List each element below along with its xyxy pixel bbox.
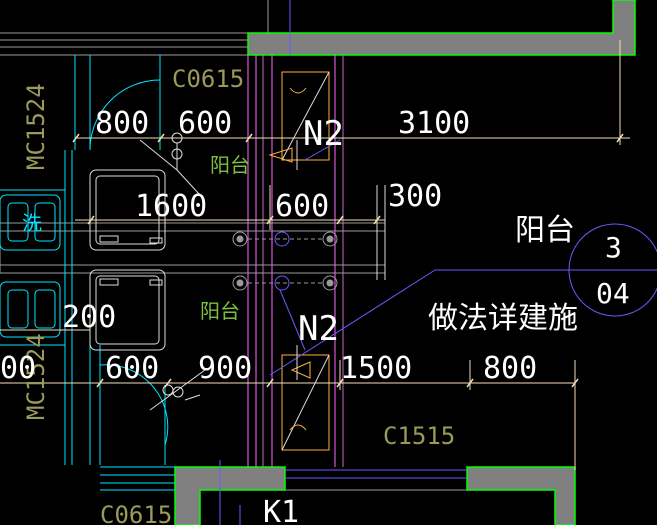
- dim-1600: 1600: [135, 189, 207, 224]
- room-k1: K1: [263, 495, 299, 525]
- detail-number: 3: [605, 231, 622, 264]
- dim-00: 00: [0, 351, 36, 386]
- balcony-label-bottom: 阳台: [200, 299, 240, 323]
- window-lines: [0, 32, 467, 491]
- detail-circle: [568, 223, 657, 317]
- door-label-left-bottom: MC1524: [22, 333, 50, 420]
- balcony-label-right: 阳台: [515, 213, 575, 248]
- appliances: [89, 169, 166, 351]
- dimension-texts: 800 600 3100 1600 600 300 200 00 600 900…: [0, 106, 537, 386]
- dim-300: 300: [388, 179, 442, 214]
- dim-600-top: 600: [178, 106, 232, 141]
- markers: [268, 140, 311, 380]
- left-cyan-geometry: [0, 55, 169, 465]
- dim-800-bot: 800: [483, 351, 537, 386]
- room-n2-bottom: N2: [298, 309, 339, 349]
- dim-900: 900: [198, 351, 252, 386]
- slab-band: [0, 185, 386, 280]
- wall-top: [247, 0, 636, 56]
- wash-label: 洗: [22, 211, 42, 235]
- dim-200: 200: [62, 300, 116, 335]
- dim-600-mid: 600: [275, 189, 329, 224]
- dim-600-bot: 600: [105, 351, 159, 386]
- wall-bottom-right: [466, 466, 576, 525]
- labels: C0615 C0615 C1515 MC1524 MC1524 阳台 阳台 阳台…: [22, 65, 630, 525]
- window-label-bottom-left: C0615: [100, 501, 172, 525]
- balcony-label-top: 阳台: [210, 153, 250, 177]
- vertical-lines: [219, 0, 344, 525]
- door-label-left-top: MC1524: [22, 83, 50, 170]
- room-n2-top: N2: [303, 114, 344, 154]
- dim-3100: 3100: [398, 106, 470, 141]
- balcony-symbols: [139, 132, 206, 411]
- window-label-bottom-mid: C1515: [383, 422, 455, 450]
- dim-1500: 1500: [340, 351, 412, 386]
- wall-bottom: [174, 466, 286, 525]
- drains: [232, 231, 338, 291]
- dimension-lines: [0, 40, 630, 470]
- detail-sheet: 04: [596, 277, 630, 310]
- note-text: 做法详建施: [428, 301, 578, 336]
- dim-800: 800: [95, 106, 149, 141]
- window-label-top: C0615: [172, 65, 244, 93]
